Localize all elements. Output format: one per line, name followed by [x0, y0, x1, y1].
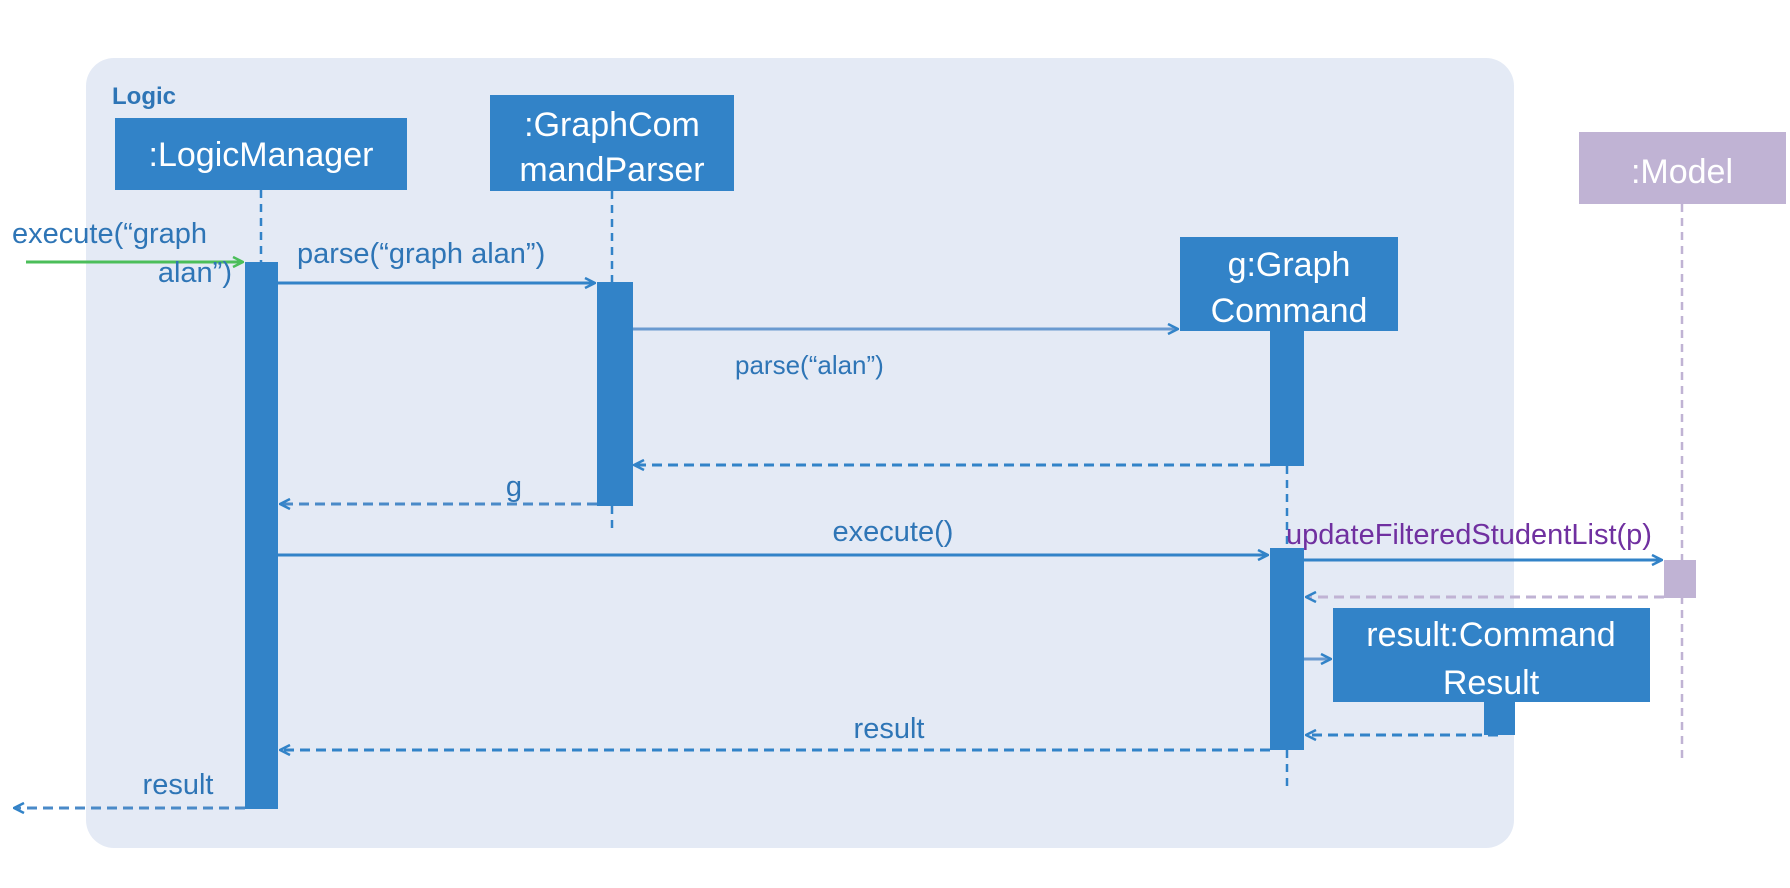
logic-manager-label: :LogicManager: [149, 136, 374, 174]
graph-command-activation-1: [1270, 331, 1304, 466]
parse-graph-alan-label: parse(“graph alan”): [297, 238, 545, 270]
execute-in-label-line2: alan”): [158, 257, 232, 289]
logic-frame-title: Logic: [112, 83, 176, 110]
result-activation: [1484, 702, 1515, 735]
execute-label: execute(): [833, 516, 954, 548]
model-box: [1579, 132, 1786, 204]
parser-activation: [597, 282, 633, 506]
parser-label-line2: mandParser: [519, 151, 704, 189]
graph-command-activation-2: [1270, 548, 1304, 750]
graph-command-label-line1: g:Graph: [1228, 246, 1351, 284]
result-label-line2: Result: [1443, 664, 1540, 702]
graph-command-box: [1180, 237, 1398, 331]
logic-frame: [86, 58, 1514, 848]
model-label: :Model: [1631, 153, 1733, 191]
parse-alan-label: parse(“alan”): [735, 350, 884, 380]
result-label-line1: result:Command: [1366, 616, 1615, 654]
model-activation: [1664, 560, 1696, 598]
graph-command-label-line2: Command: [1211, 292, 1368, 330]
result-box: [1333, 608, 1650, 702]
execute-in-label-line1: execute(“graph: [12, 218, 207, 250]
parser-box: [490, 95, 734, 191]
return-result-outer-label: result: [143, 769, 214, 801]
parser-label-line1: :GraphCom: [524, 106, 700, 144]
logic-manager-box: [115, 118, 407, 190]
update-filtered-label: updateFilteredStudentList(p): [1286, 519, 1652, 551]
return-result-inner-label: result: [854, 713, 925, 745]
return-g-label: g: [506, 471, 522, 503]
logic-manager-activation: [245, 262, 278, 809]
